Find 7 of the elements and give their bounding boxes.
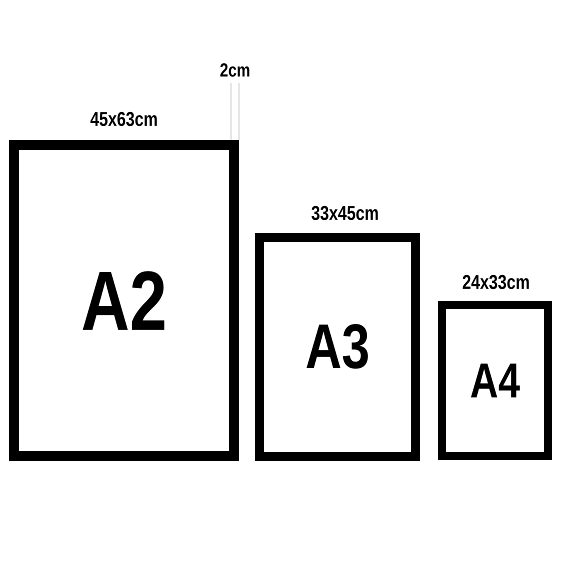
size-label: 33x45cm — [312, 206, 378, 220]
dimension-label: 2cm — [220, 63, 250, 77]
size-label: 45x63cm — [90, 112, 157, 126]
picture-frame: A2 — [9, 140, 239, 461]
size-label: 24x33cm — [462, 274, 529, 290]
picture-frame: A4 — [438, 301, 552, 460]
picture-frame: A3 — [255, 233, 420, 461]
